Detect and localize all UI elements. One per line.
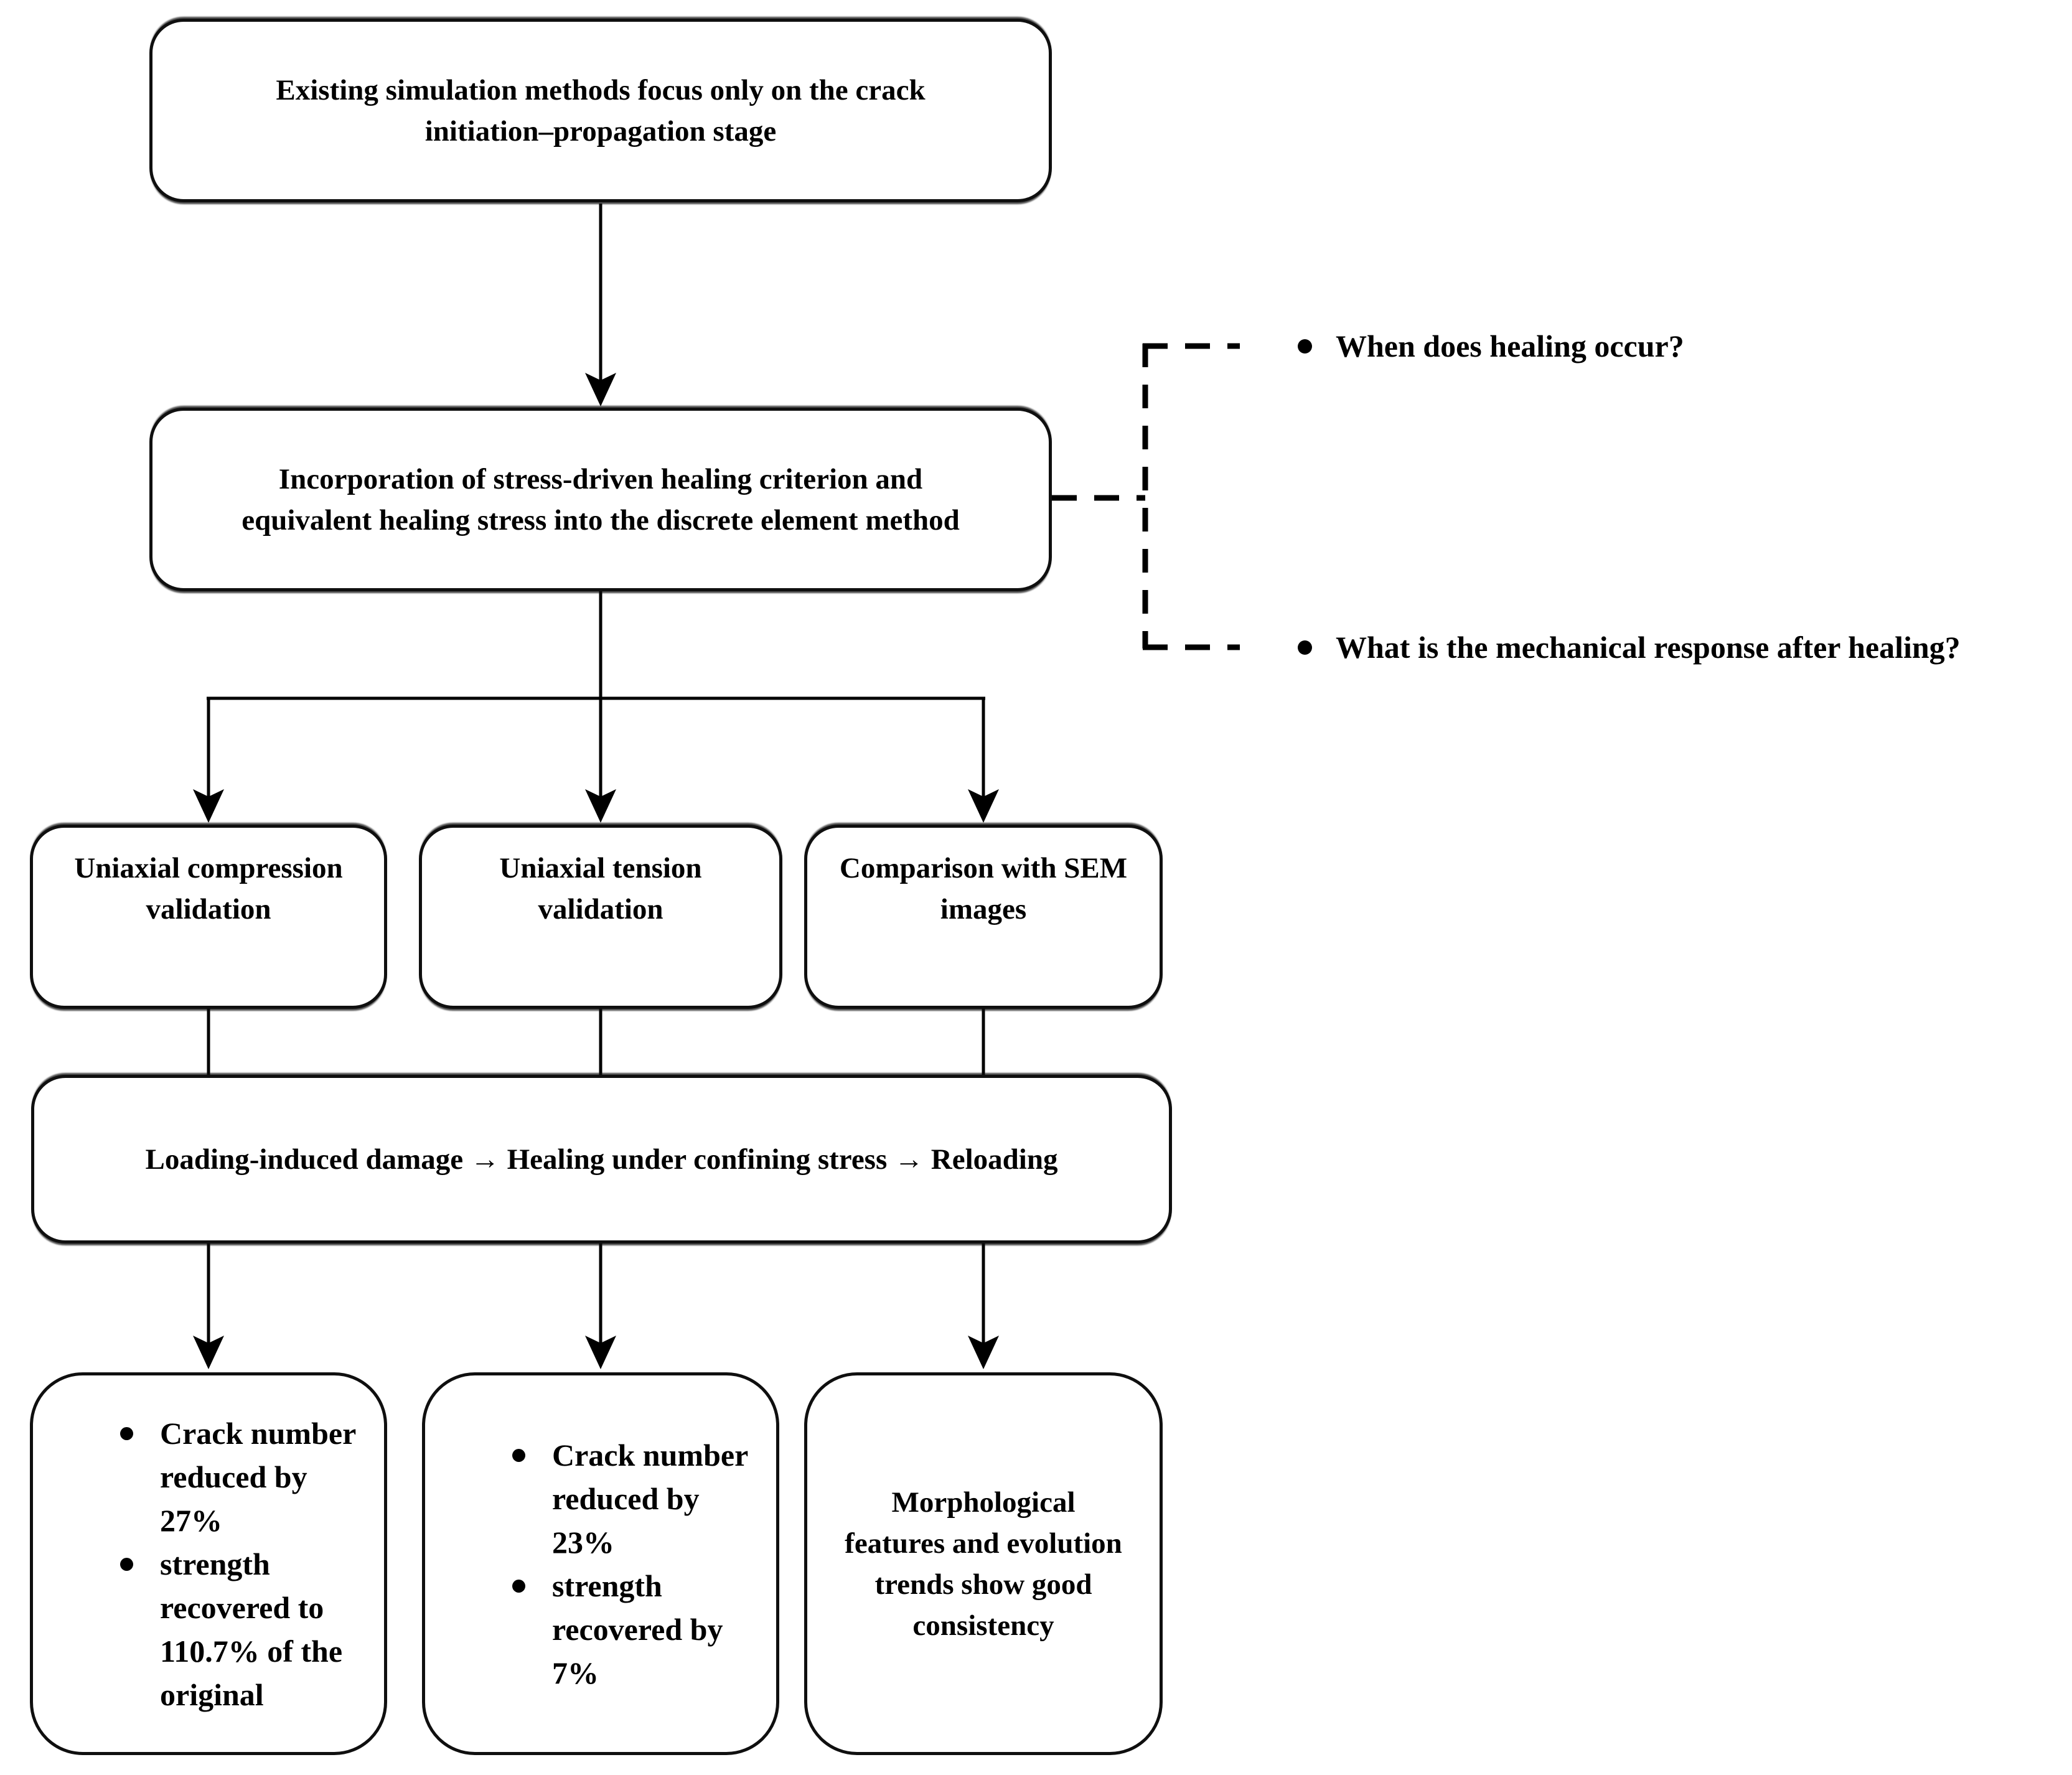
result-compression-crack-text: Crack number reduced by 27% [160,1415,357,1538]
arrow-branch-center-head [585,789,616,823]
arrow-result-right-head [968,1336,999,1369]
box-loading-procedure: Loading-induced damage → Healing under c… [31,1075,1172,1243]
question-when-healing-text: When does healing occur? [1336,329,1684,363]
question-mechanical-response: What is the mechanical response after he… [1298,625,1961,670]
box-existing-methods-text: Existing simulation methods focus only o… [276,73,926,148]
bullet-dot-icon [512,1579,525,1593]
arrow-result-center-head [585,1336,616,1369]
box-result-tension: Crack number reduced by 23% strength rec… [422,1372,779,1755]
bullet-dot-icon [1298,640,1312,655]
box-result-sem: Morphological features and evolution tre… [804,1372,1163,1755]
result-compression-list: Crack number reduced by 27% strength rec… [33,1412,356,1716]
bullet-dot-icon [512,1448,525,1462]
box-incorporation-method: Incorporation of stress-driven healing c… [149,408,1052,591]
box-uniaxial-compression: Uniaxial compression validation [30,825,387,1009]
arrow-problem-to-method-head [585,373,616,406]
box-uniaxial-compression-text: Uniaxial compression validation [74,852,343,925]
list-item: Crack number reduced by 23% [512,1433,748,1564]
box-result-sem-text: Morphological features and evolution tre… [845,1486,1122,1642]
question-mechanical-response-text: What is the mechanical response after he… [1336,630,1961,665]
result-tension-strength-text: strength recovered by 7% [552,1568,723,1690]
list-item: Crack number reduced by 27% [120,1412,356,1542]
list-item: strength recovered to 110.7% of the orig… [120,1542,356,1716]
box-sem-comparison-text: Comparison with SEM images [839,852,1128,925]
box-result-compression: Crack number reduced by 27% strength rec… [30,1372,387,1755]
box-uniaxial-tension: Uniaxial tension validation [419,825,782,1009]
box-incorporation-method-text: Incorporation of stress-driven healing c… [241,462,960,536]
result-tension-crack-text: Crack number reduced by 23% [552,1437,749,1560]
box-existing-methods: Existing simulation methods focus only o… [149,19,1052,202]
question-when-healing: When does healing occur? [1298,324,1684,368]
result-tension-list: Crack number reduced by 23% strength rec… [425,1433,748,1695]
box-sem-comparison: Comparison with SEM images [804,825,1163,1009]
arrow-branch-left-head [193,789,224,823]
result-compression-strength-text: strength recovered to 110.7% of the orig… [160,1546,343,1712]
bullet-dot-icon [1298,339,1312,354]
box-loading-procedure-text: Loading-induced damage → Healing under c… [145,1143,1058,1176]
arrow-result-left-head [193,1336,224,1369]
list-item: strength recovered by 7% [512,1564,748,1695]
bullet-dot-icon [120,1426,133,1440]
box-uniaxial-tension-text: Uniaxial tension validation [499,852,702,925]
bullet-dot-icon [120,1557,133,1571]
arrow-branch-right-head [968,789,999,823]
